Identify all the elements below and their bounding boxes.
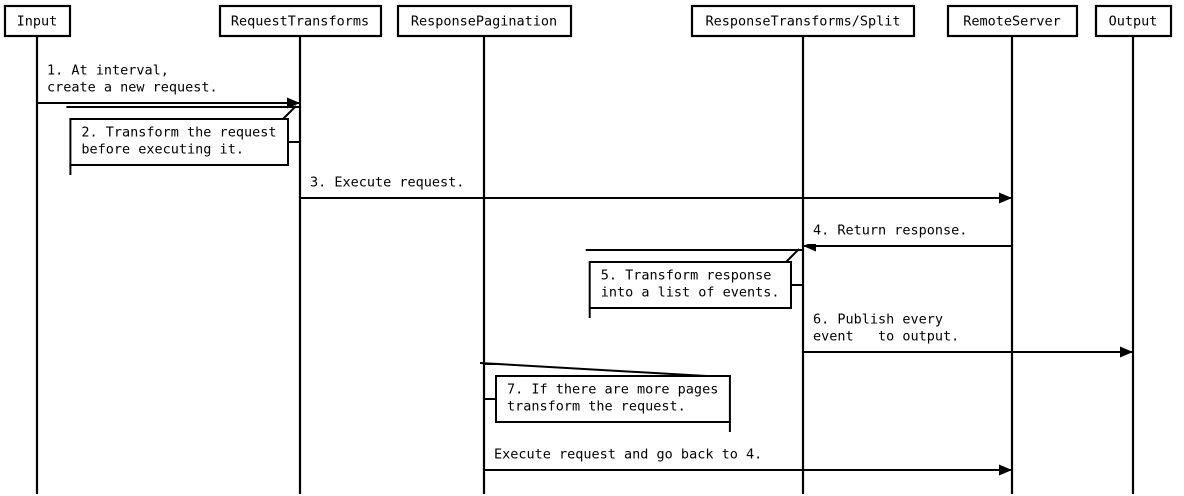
message-m3[interactable]: 3. Execute request.: [300, 171, 1012, 204]
message-label: 3. Execute request.: [310, 175, 464, 191]
message-m4[interactable]: 4. Return response.: [803, 219, 1012, 252]
message-label-backer: [304, 171, 475, 196]
participant-label: RemoteServer: [963, 14, 1061, 30]
participant-input[interactable]: Input: [3, 4, 72, 38]
self-loop-tail: [784, 248, 800, 264]
self-loop-tail: [479, 362, 724, 378]
arrowhead-right: [287, 97, 300, 109]
participant-remoteserver[interactable]: RemoteServer: [946, 4, 1079, 38]
self-loop-label-box: [495, 375, 731, 423]
participant-label: ResponseTransforms/Split: [705, 14, 900, 30]
participant-output[interactable]: Output: [1094, 4, 1173, 38]
message-label: 1. At interval,create a new request.: [47, 63, 218, 96]
participant-box-rect: [946, 4, 1079, 38]
message-label: 4. Return response.: [813, 223, 967, 239]
participant-box-rect: [396, 4, 573, 38]
participant-reqtrans[interactable]: RequestTransforms: [218, 4, 383, 38]
self-loop-label-box: [588, 261, 793, 309]
participant-box-rect: [3, 4, 72, 38]
participant-label: Output: [1109, 14, 1158, 30]
message-label-backer: [807, 219, 978, 244]
lifelines-layer: [35, 36, 1135, 494]
message-m8[interactable]: Execute request and go back to 4.: [484, 443, 1012, 476]
participant-label: RequestTransforms: [231, 14, 369, 30]
participant-resppage[interactable]: ResponsePagination: [396, 4, 573, 38]
participant-label: ResponsePagination: [411, 14, 557, 30]
message-m1[interactable]: 1. At interval,create a new request.: [37, 59, 300, 109]
message-label-backer: [41, 59, 229, 101]
participant-box-rect: [218, 4, 383, 38]
arrowhead-right: [1120, 346, 1133, 358]
participants-layer: Input RequestTransforms ResponsePagination…: [3, 4, 1173, 38]
message-label: Execute request and go back to 4.: [494, 447, 762, 463]
participant-label: Input: [17, 14, 58, 30]
message-label-backer: [488, 443, 773, 468]
participant-box-rect: [690, 4, 916, 38]
message-label-backer: [807, 308, 970, 350]
self-loop-tail: [281, 105, 297, 121]
arrowhead-right: [999, 192, 1012, 204]
messages-layer: 1. At interval,create a new request. 2. T…: [37, 59, 1133, 476]
arrowhead-right: [999, 464, 1012, 476]
self-loop-label-box: [69, 118, 290, 166]
participant-resptrans[interactable]: ResponseTransforms/Split: [690, 4, 916, 38]
participant-box-rect: [1094, 4, 1173, 38]
